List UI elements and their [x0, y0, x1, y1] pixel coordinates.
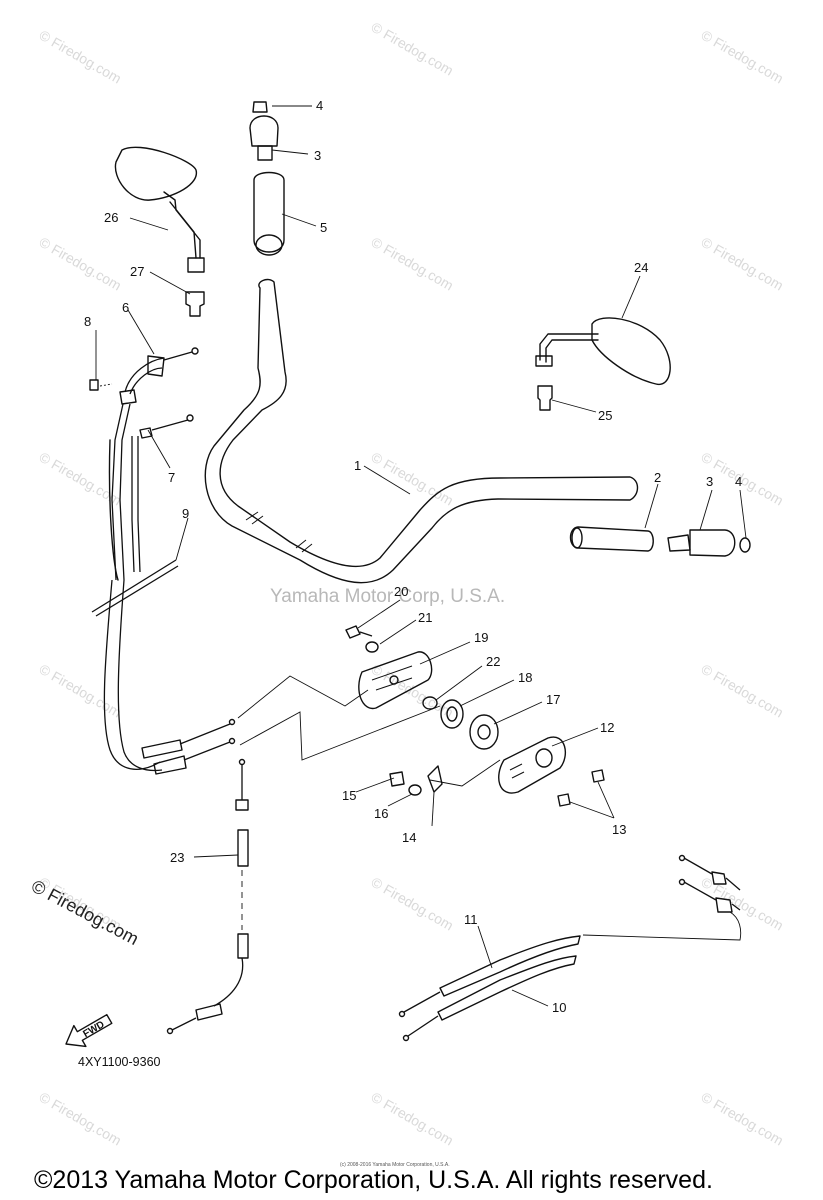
part-label-27: 27: [130, 264, 144, 279]
watermark: © Firedog.com: [37, 449, 125, 509]
part-label-4: 4: [735, 474, 742, 489]
part-label-15: 15: [342, 788, 356, 803]
part-label-3: 3: [314, 148, 321, 163]
part-label-1: 1: [354, 458, 361, 473]
throttle-cables: [89, 347, 199, 581]
part-label-23: 23: [170, 850, 184, 865]
left-bar-end: [249, 101, 279, 161]
part-label-11: 11: [464, 912, 478, 927]
part-label-5: 5: [320, 220, 327, 235]
watermark: © Firedog.com: [699, 874, 787, 934]
left-lower-cables: [103, 579, 236, 775]
center-small-watermark: (c) 2008-2016 Yamaha Motor Corporation, …: [340, 1162, 450, 1168]
part-label-2: 2: [654, 470, 661, 485]
switch-housing-lower: [389, 736, 605, 807]
right-grip: [569, 526, 654, 552]
watermark: © Firedog.com: [37, 27, 125, 87]
watermark: © Firedog.com: [37, 234, 125, 294]
corp-watermark: Yamaha Motor Corp, U.S.A.: [270, 586, 505, 607]
right-bar-end: [667, 529, 751, 557]
watermark: © Firedog.com: [369, 661, 457, 721]
part-label-26: 26: [104, 210, 118, 225]
part-label-4: 4: [316, 98, 323, 113]
part-label-21: 21: [418, 610, 432, 625]
watermark: © Firedog.com: [699, 27, 787, 87]
part-label-20: 20: [394, 584, 408, 599]
watermark: © Firedog.com: [699, 661, 787, 721]
watermark: © Firedog.com: [37, 661, 125, 721]
diagram-code: 4XY1100-9360: [78, 1055, 161, 1069]
part-labels: 1 2 3 3 4 4 5 6 7 8 9 10 11 12 13 14 15 …: [84, 98, 742, 1015]
right-mirror-adapter: [537, 385, 553, 411]
watermark: © Firedog.com: [699, 234, 787, 294]
part-label-14: 14: [402, 830, 416, 845]
part-label-9: 9: [182, 506, 189, 521]
part-label-18: 18: [518, 670, 532, 685]
watermark: © Firedog.com: [699, 1089, 787, 1149]
part-label-6: 6: [122, 300, 129, 315]
left-grip: [253, 171, 285, 256]
part-label-7: 7: [168, 470, 175, 485]
watermark: © Firedog.com: [369, 874, 457, 934]
site-copyright-watermark: © Firedog.com: [28, 876, 142, 949]
cables-10-11: [398, 854, 741, 1042]
label-leaders: [95, 105, 747, 1007]
part-label-3: 3: [706, 474, 713, 489]
cable-9: [91, 559, 179, 617]
part-label-17: 17: [546, 692, 560, 707]
right-mirror: [535, 317, 671, 385]
part-label-19: 19: [474, 630, 488, 645]
connector-lines: [237, 675, 742, 941]
cable-23: [166, 758, 249, 1035]
left-mirror: [114, 146, 205, 273]
part-label-10: 10: [552, 1000, 566, 1015]
watermark: © Firedog.com: [369, 19, 457, 79]
handlebar: [204, 278, 639, 584]
part-label-22: 22: [486, 654, 500, 669]
part-label-25: 25: [598, 408, 612, 423]
watermark: © Firedog.com: [37, 1089, 125, 1149]
part-label-16: 16: [374, 806, 388, 821]
fwd-arrow: FWD: [65, 1013, 113, 1048]
watermark: © Firedog.com: [369, 1089, 457, 1149]
left-mirror-adapter: [185, 291, 205, 317]
part-label-24: 24: [634, 260, 648, 275]
part-label-12: 12: [600, 720, 614, 735]
switch-housing-upper: [345, 625, 499, 750]
watermark: © Firedog.com: [369, 449, 457, 509]
watermark: © Firedog.com: [369, 234, 457, 294]
part-label-13: 13: [612, 822, 626, 837]
footer-copyright: ©2013 Yamaha Motor Corporation, U.S.A. A…: [34, 1166, 713, 1194]
part-label-8: 8: [84, 314, 91, 329]
fwd-label: FWD: [81, 1019, 106, 1040]
